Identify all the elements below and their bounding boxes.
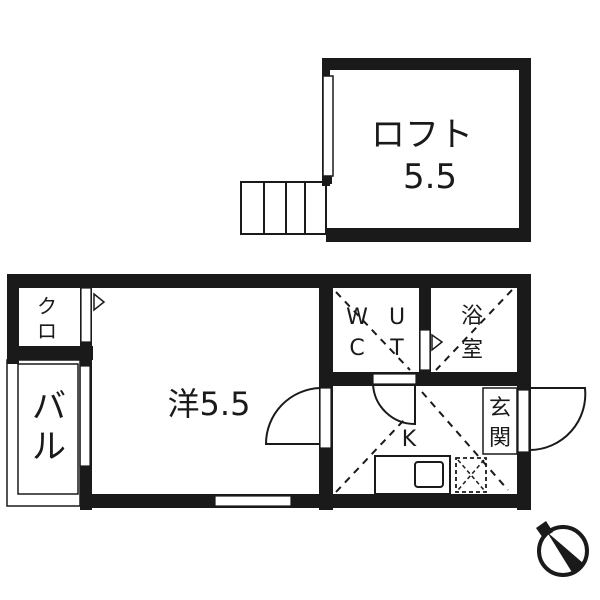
kitchen-counter [374,455,487,495]
main-floor: ク ロ バ ル 洋5.5 W U C T 浴 室 玄 関 K [6,274,587,510]
bath-label-1: 浴 [461,304,483,329]
balcony-label-1: バ [32,387,66,427]
loft-label: ロフト [371,115,473,155]
loft-area: ロフト 5.5 [240,58,531,242]
balcony-label-2: ル [32,427,66,467]
entrance-label-2: 関 [489,426,511,451]
western-room-label: 洋5.5 [168,385,251,423]
north-compass-icon [536,521,589,577]
door-swing-entrance [529,387,587,451]
door-swing-western [264,387,321,445]
wc-label-c: C [349,336,364,361]
wc-label-u: U [389,305,405,330]
balcony-outline [6,359,81,507]
door-swing-wc [372,383,416,426]
entrance-label-1: 玄 [489,396,511,421]
closet-label-1: ク [37,294,57,318]
loft-ladder [240,181,327,235]
closet-label-2: ロ [37,319,57,343]
kitchen-label: K [402,427,417,452]
bath-label-2: 室 [461,338,483,363]
wc-label-t: T [389,336,404,361]
loft-size: 5.5 [403,157,457,197]
wc-label-w: W [346,305,368,330]
